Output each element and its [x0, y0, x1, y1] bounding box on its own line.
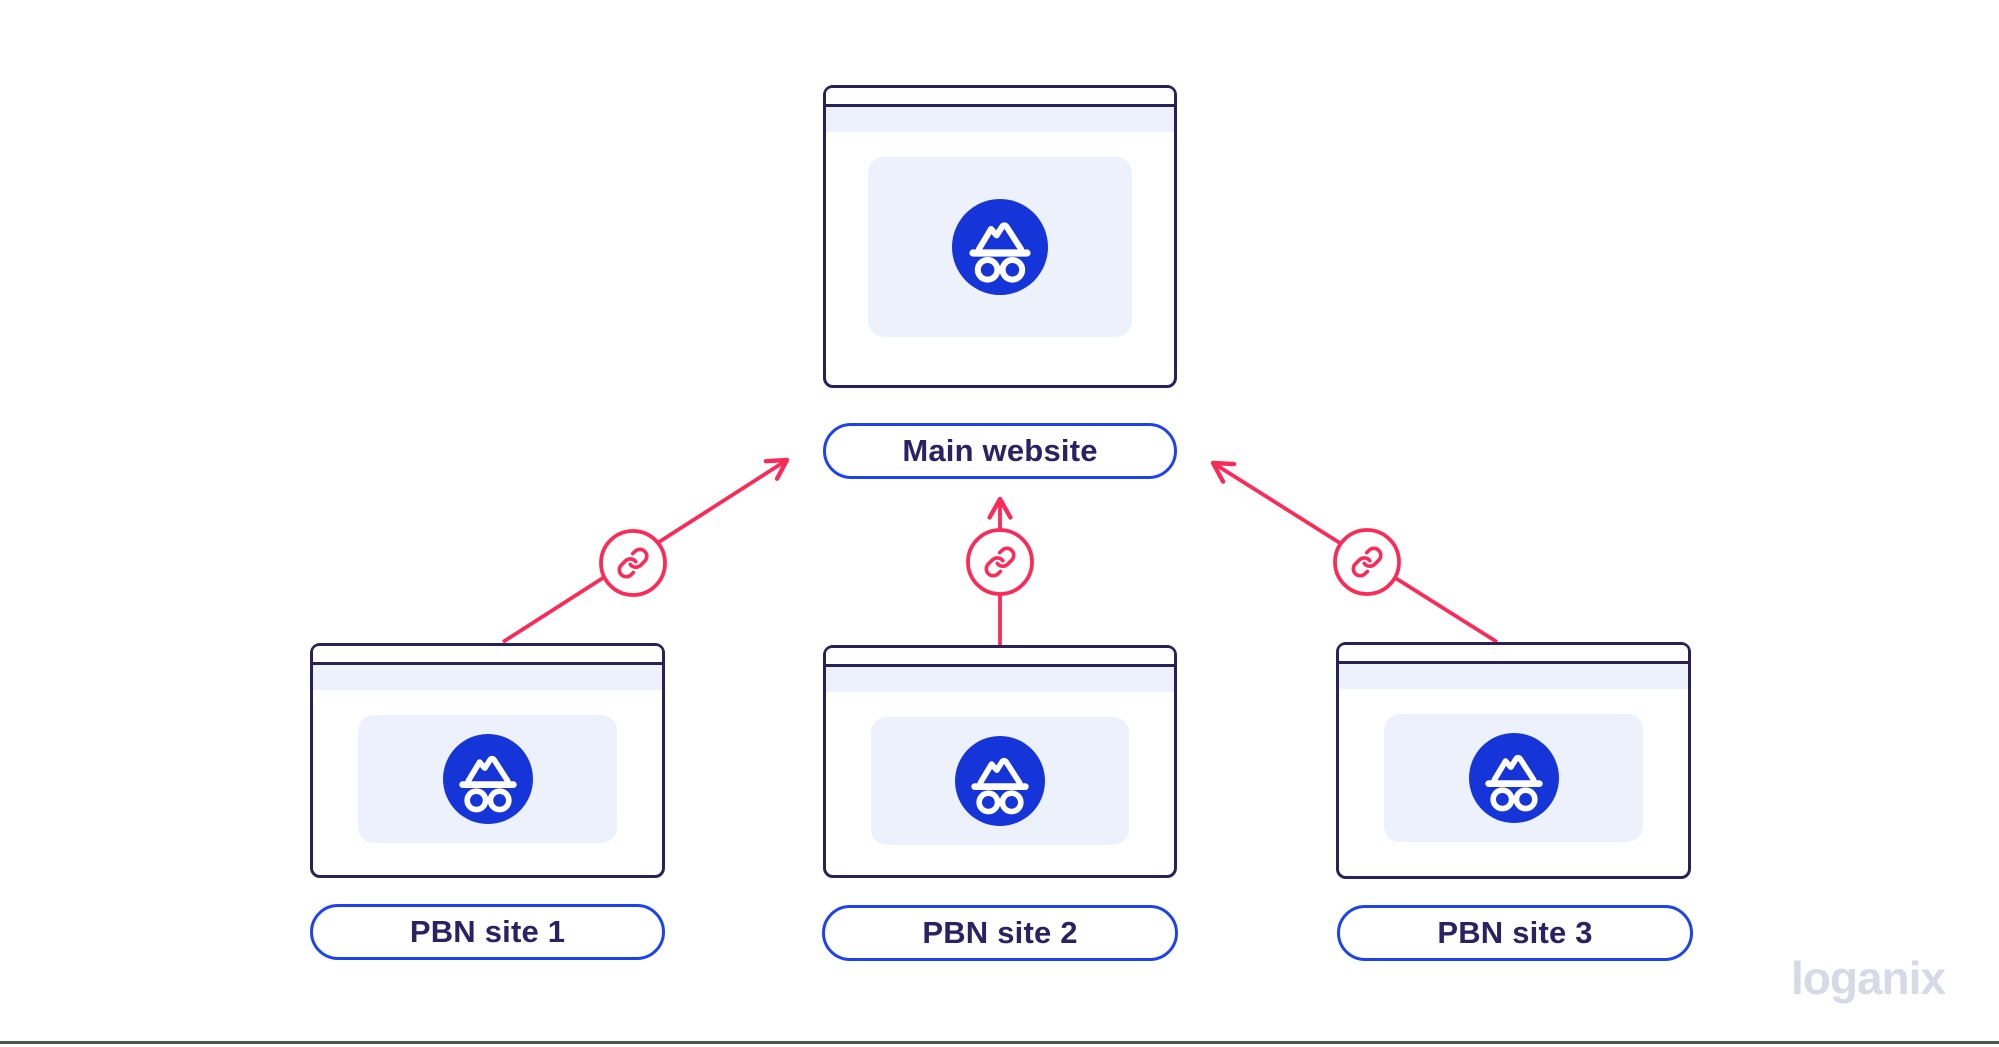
content-placeholder: [1384, 714, 1643, 842]
browser-titlebar: [826, 88, 1174, 107]
label-main-website: Main website: [823, 423, 1177, 479]
link-icon: [1333, 528, 1401, 596]
content-placeholder: [871, 717, 1129, 845]
browser-toolbar: [826, 107, 1174, 132]
incognito-browser-icon: [1468, 733, 1559, 823]
pbn-site-1-label: PBN site 1: [409, 914, 566, 949]
label-pbn-site-1: PBN site 1: [310, 904, 665, 960]
pbn-site-2-card: [823, 645, 1177, 878]
main-website-card: [823, 85, 1177, 388]
browser-toolbar: [826, 667, 1174, 692]
browser-titlebar: [1339, 645, 1688, 664]
pbn-site-2-label: PBN site 2: [922, 915, 1078, 950]
incognito-browser-icon: [442, 734, 533, 824]
browser-titlebar: [826, 648, 1174, 667]
label-pbn-site-3: PBN site 3: [1337, 905, 1693, 961]
content-placeholder: [868, 157, 1132, 337]
browser-toolbar: [313, 665, 662, 690]
link-icon: [966, 528, 1034, 596]
backlink-arrow-2: [966, 496, 1034, 646]
pbn-site-3-label: PBN site 3: [1437, 915, 1593, 950]
browser-titlebar: [313, 646, 662, 665]
browser-toolbar: [1339, 664, 1688, 689]
bottom-rule: [0, 1041, 1999, 1044]
backlink-arrow-3: [1210, 460, 1499, 644]
pbn-site-1-card: [310, 643, 665, 878]
incognito-browser-icon: [955, 736, 1045, 826]
label-pbn-site-2: PBN site 2: [822, 905, 1178, 961]
loganix-logo: loganix: [1791, 952, 1946, 1004]
main-website-label: Main website: [902, 433, 1098, 468]
content-placeholder: [358, 715, 617, 843]
pbn-site-3-card: [1336, 642, 1691, 879]
incognito-browser-icon: [952, 199, 1048, 295]
backlink-arrow-1: [501, 457, 790, 644]
link-icon: [599, 529, 667, 597]
